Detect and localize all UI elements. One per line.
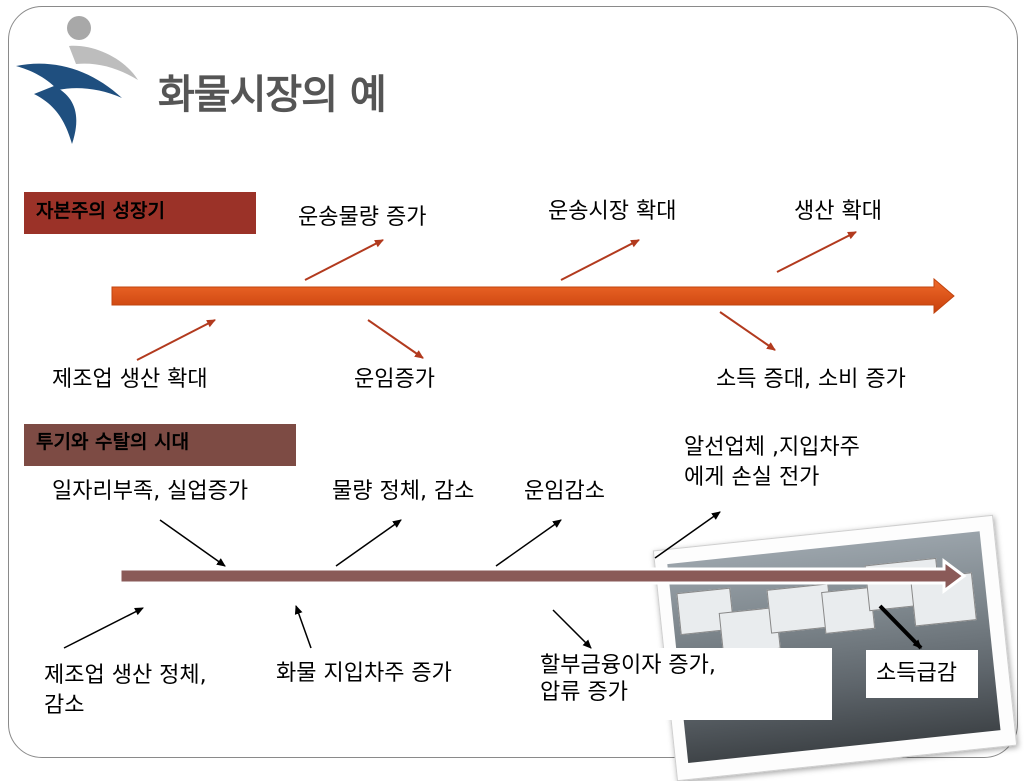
label-transport-market-expansion: 운송시장 확대 bbox=[548, 199, 677, 224]
growth-era-tag: 자본주의 성장기 bbox=[24, 192, 256, 234]
label-income-consumption-increase: 소득 증대, 소비 증가 bbox=[716, 367, 906, 392]
speculation-era-tag: 투기와 수탈의 시대 bbox=[24, 424, 296, 466]
label-manufacturing-stagnation-line1: 제조업 생산 정체, bbox=[44, 663, 207, 688]
label-freight-rate-decrease: 운임감소 bbox=[524, 479, 605, 504]
page-title: 화물시장의 예 bbox=[158, 72, 387, 118]
label-income-plunge: 소득급감 bbox=[866, 650, 978, 698]
label-manufacturing-stagnation-line2: 감소 bbox=[44, 693, 85, 718]
label-installment-interest-box: 할부금융이자 증가, 압류 증가 bbox=[536, 648, 832, 720]
arrow-freight-volume bbox=[304, 239, 384, 281]
arrow-market-expansion bbox=[560, 239, 640, 281]
company-logo bbox=[16, 16, 138, 144]
arrow-installment-interest bbox=[552, 609, 592, 649]
label-installment-interest-line1: 할부금융이자 증가, bbox=[540, 653, 716, 678]
label-volume-stagnation: 물량 정체, 감소 bbox=[332, 479, 475, 504]
growth-timeline-arrow bbox=[111, 277, 955, 315]
label-broker-loss-line2: 에게 손실 전가 bbox=[684, 465, 820, 490]
label-manufacturing-expansion: 제조업 생산 확대 bbox=[52, 367, 208, 392]
arrow-manufacturing-expansion bbox=[136, 319, 216, 361]
arrow-freight-rate-increase bbox=[367, 319, 424, 359]
speculation-timeline-arrow bbox=[118, 558, 967, 594]
label-installment-interest-line2: 압류 증가 bbox=[540, 680, 628, 705]
arrow-production-expansion bbox=[776, 231, 857, 273]
arrow-manufacturing-stagnation bbox=[63, 607, 144, 649]
label-production-expansion: 생산 확대 bbox=[794, 199, 882, 224]
arrow-job-shortage bbox=[159, 519, 226, 567]
label-freight-rate-increase: 운임증가 bbox=[354, 367, 435, 392]
arrow-rate-decrease bbox=[495, 519, 562, 567]
label-freight-volume-increase: 운송물량 증가 bbox=[298, 205, 427, 230]
label-job-shortage: 일자리부족, 실업증가 bbox=[52, 479, 249, 504]
label-broker-loss-line1: 알선업체 ,지입차주 bbox=[684, 435, 860, 460]
arrow-income-increase bbox=[719, 311, 776, 351]
arrow-broker-loss bbox=[654, 511, 721, 559]
arrow-income-plunge bbox=[878, 604, 923, 650]
arrow-volume-stagnation bbox=[335, 519, 402, 567]
arrow-owner-driver-increase bbox=[294, 605, 312, 649]
label-owner-driver-increase: 화물 지입차주 증가 bbox=[276, 661, 452, 686]
